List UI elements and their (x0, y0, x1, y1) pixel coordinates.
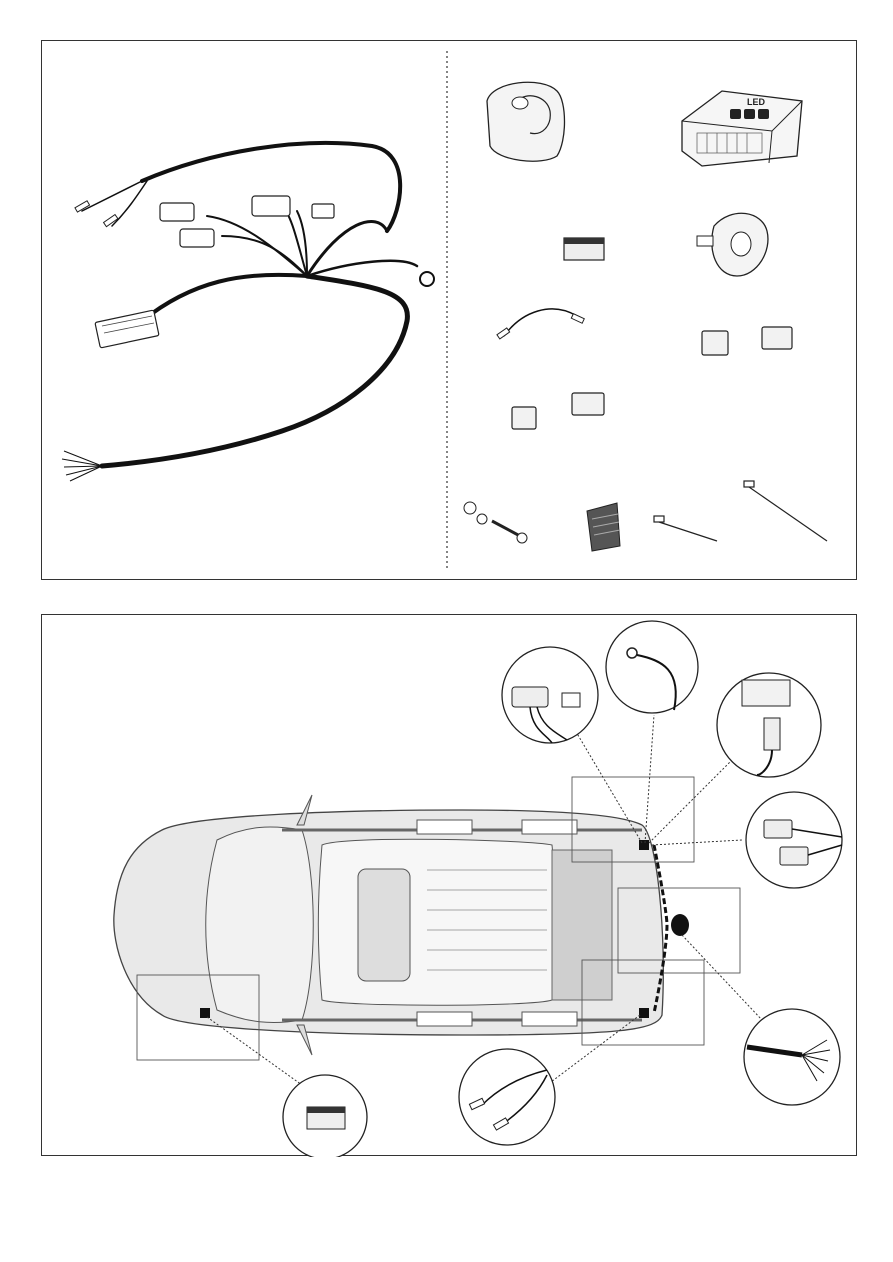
harness-pin-connectors (75, 201, 118, 227)
callout-ground-ring (606, 621, 698, 713)
right-light-marker (639, 1008, 649, 1018)
relay-unit (564, 238, 604, 260)
callout-socket-wires (744, 1009, 840, 1105)
callout-pin-connectors (459, 1049, 555, 1145)
led-icon (758, 109, 769, 119)
small-connectors-left (512, 393, 604, 429)
adhesive-strips (587, 503, 620, 551)
callout-led-module (717, 673, 821, 777)
callout-harness-connector (502, 647, 598, 743)
kit-contents-panel: LED (41, 40, 857, 580)
wiring-harness (82, 143, 417, 466)
cable-ties (654, 481, 827, 541)
harness-main-plug (95, 310, 159, 348)
installation-illustration (42, 615, 858, 1157)
relay-mount-marker (200, 1008, 210, 1018)
jumper-wire (497, 309, 584, 339)
screw-set (464, 502, 527, 543)
trailer-socket (487, 82, 565, 161)
installation-panel (41, 614, 857, 1156)
socket-seal-plate (697, 213, 768, 276)
led-icon (744, 109, 755, 119)
callout-relay (283, 1075, 367, 1157)
vehicle-top-view (114, 795, 663, 1055)
led-badge-icons (730, 109, 769, 119)
socket-location (671, 914, 689, 936)
harness-loose-wires (62, 451, 102, 481)
led-icon (730, 109, 741, 119)
led-badge-text: LED (747, 97, 766, 107)
led-module: LED (682, 91, 802, 166)
callout-tail-light-connectors (746, 792, 842, 888)
kit-contents-illustration: LED (42, 41, 858, 581)
left-light-marker (639, 840, 649, 850)
ground-ring (420, 272, 434, 286)
small-connectors-right (702, 327, 792, 355)
